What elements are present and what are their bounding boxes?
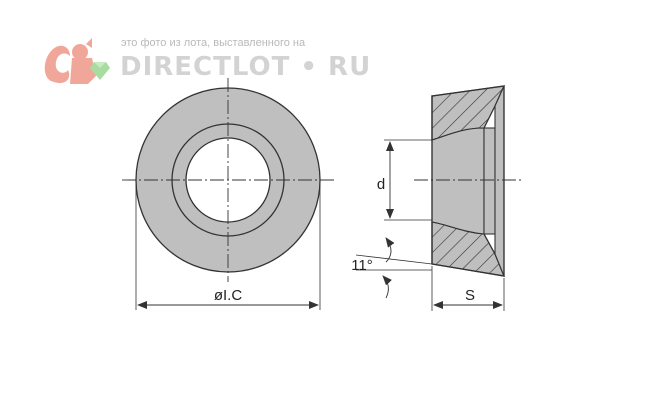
bore-step: [483, 127, 496, 235]
cutting-edge-face: [494, 85, 505, 277]
insert-section-outline: [431, 85, 505, 277]
angle-label: 11°: [351, 257, 373, 274]
front-view: øI.C: [122, 78, 334, 310]
diameter-label: øI.C: [214, 287, 242, 304]
angle-arc-upper: [385, 237, 395, 263]
thickness-label: S: [465, 287, 475, 304]
side-section-view: d 11° S: [351, 85, 522, 311]
angle-flank-line: [355, 254, 433, 265]
bore-surface: [431, 127, 485, 235]
squirrel-logo-icon: [40, 36, 112, 97]
watermark-brand: DIRECTLOT • RU: [120, 52, 372, 82]
watermark-caption: это фото из лота, выставленного на: [121, 37, 306, 49]
angle-arc-lower: [382, 275, 392, 299]
bore-label: d: [377, 176, 385, 193]
